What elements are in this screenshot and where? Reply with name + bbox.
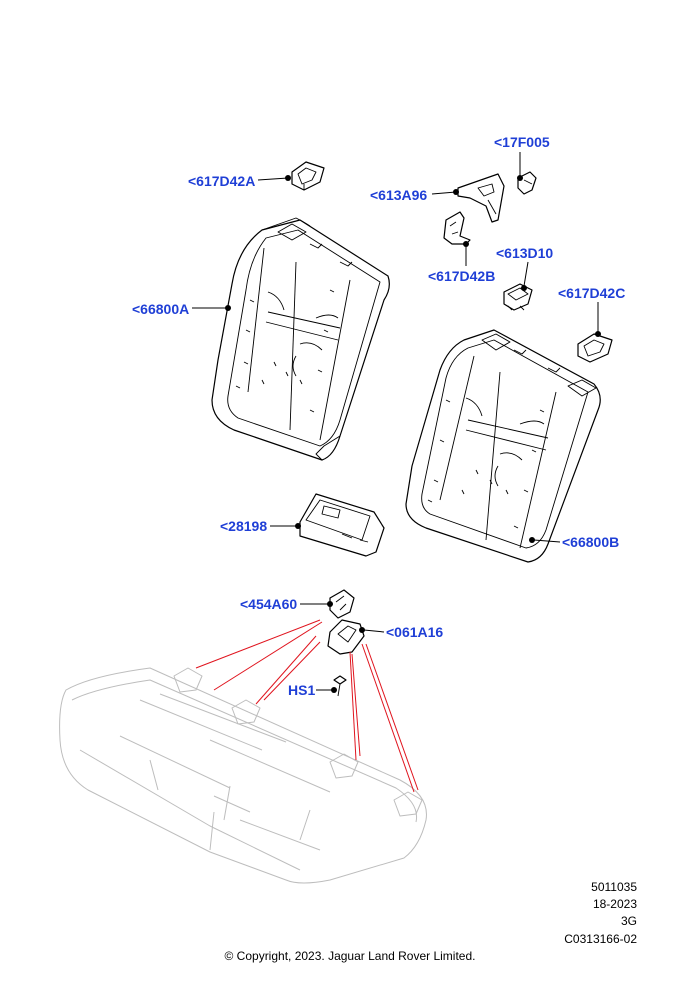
- bracket-28198[interactable]: [299, 493, 385, 557]
- callout-66800A[interactable]: <66800A: [132, 301, 189, 317]
- callout-617D42C[interactable]: <617D42C: [558, 285, 625, 301]
- callout-617D42A[interactable]: <617D42A: [188, 173, 255, 189]
- clip-617D42C[interactable]: [577, 333, 613, 363]
- callout-66800B[interactable]: <66800B: [562, 534, 619, 550]
- handle-613D10[interactable]: [503, 283, 533, 311]
- reference-lines: [195, 619, 419, 793]
- callout-28198[interactable]: <28198: [220, 518, 267, 534]
- callout-617D42B[interactable]: <617D42B: [428, 268, 495, 284]
- seat-cushion-ghost: [59, 667, 427, 884]
- guide-061A16[interactable]: [327, 619, 365, 655]
- clip-617D42B[interactable]: [443, 211, 471, 245]
- callout-HS1[interactable]: HS1: [288, 682, 315, 698]
- callout-613A96[interactable]: <613A96: [370, 187, 427, 203]
- catalogue-code: C0313166-02: [564, 932, 637, 946]
- date-code: 18-2023: [592, 897, 637, 911]
- copyright-notice: © Copyright, 2023. Jaguar Land Rover Lim…: [224, 949, 476, 963]
- screw-HS1[interactable]: [333, 675, 347, 697]
- illustration-number: 5011035: [591, 880, 637, 894]
- revision-code: 3G: [620, 914, 637, 928]
- bracket-613A96[interactable]: [457, 173, 505, 223]
- leader-lines: [192, 152, 601, 693]
- seat-back-left[interactable]: [211, 217, 390, 461]
- callout-454A60[interactable]: <454A60: [240, 596, 297, 612]
- cover-454A60[interactable]: [329, 589, 355, 619]
- seat-back-right[interactable]: [405, 329, 601, 563]
- clip-617D42A[interactable]: [291, 161, 325, 191]
- callout-061A16[interactable]: <061A16: [386, 624, 443, 640]
- callout-613D10[interactable]: <613D10: [496, 245, 553, 261]
- callout-17F005[interactable]: <17F005: [494, 134, 550, 150]
